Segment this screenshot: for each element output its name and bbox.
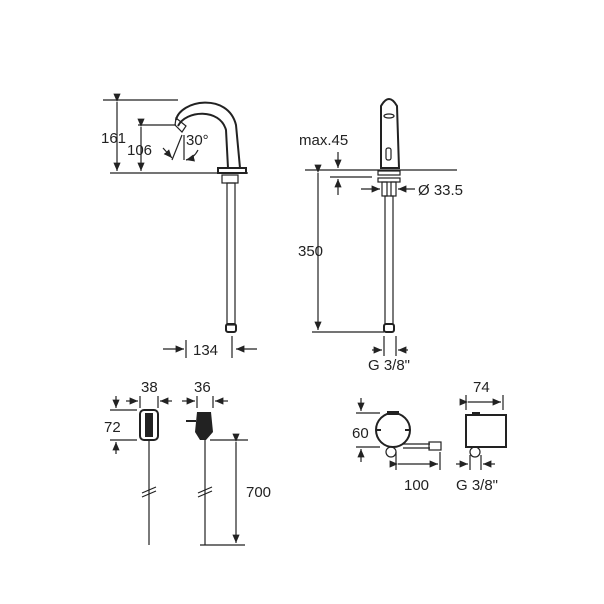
dim-connection: G 3/8" bbox=[368, 357, 410, 374]
dim-sensor-b-width: 36 bbox=[194, 379, 211, 396]
dim-valve-height: 60 bbox=[352, 425, 369, 442]
faucet-front-view: 161 106 30° 134 bbox=[101, 93, 257, 359]
dim-total-height: 161 bbox=[101, 130, 126, 147]
dim-valve-offset: 100 bbox=[404, 477, 429, 494]
solenoid-valve: 60 100 bbox=[352, 398, 442, 494]
sensor-a: 38 72 bbox=[104, 379, 172, 545]
dim-box-width: 74 bbox=[473, 379, 490, 396]
dim-hole-diameter: Ø 33.5 bbox=[418, 182, 463, 199]
dim-hose-length: 350 bbox=[298, 243, 323, 260]
dim-max-deck: max.45 bbox=[299, 132, 348, 149]
control-box: 74 G 3/8" bbox=[456, 379, 507, 494]
faucet-side-view: max.45 350 Ø 33.5 G 3/8" bbox=[298, 98, 463, 374]
dim-sensor-a-width: 38 bbox=[141, 379, 158, 396]
sensor-b: 36 700 bbox=[182, 379, 271, 546]
dim-projection: 134 bbox=[193, 342, 218, 359]
dim-spray-angle: 30° bbox=[186, 132, 209, 149]
dim-outlet-height: 106 bbox=[127, 142, 152, 159]
dim-cable-length: 700 bbox=[246, 484, 271, 501]
dim-sensor-a-height: 72 bbox=[104, 419, 121, 436]
dim-box-connection: G 3/8" bbox=[456, 477, 498, 494]
